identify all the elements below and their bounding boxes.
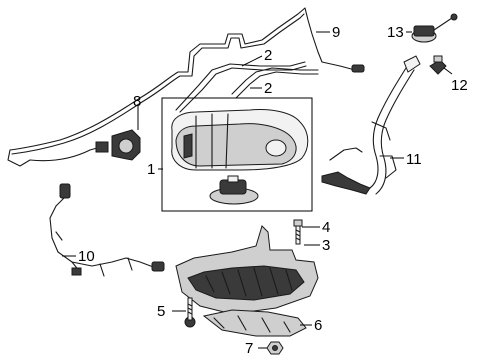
fuel-tank-assembly-box [161,97,313,212]
strap-upper-part-2 [175,61,307,113]
callout-5: 5 [157,303,165,320]
wiring-harness-part-10 [49,183,165,277]
filler-pipe-part-11 [321,55,421,195]
callout-3: 3 [322,237,330,254]
callout-6: 6 [314,317,322,334]
callout-2-upper: 2 [264,47,272,64]
bolt-part-4 [293,219,303,245]
callout-11: 11 [406,151,422,168]
callout-1: 1 [147,161,155,178]
canister-valve-part-8 [29,129,141,162]
callout-4: 4 [322,219,330,236]
callout-8: 8 [133,93,141,110]
heat-shield-part-6 [202,309,307,337]
fuel-cap-part-13 [411,13,458,43]
fuel-pump-module [209,175,259,205]
fastener-part-12 [429,55,447,75]
leader-lines [62,31,453,349]
callout-10: 10 [78,248,95,265]
callout-12: 12 [451,77,468,94]
callout-13: 13 [387,24,404,41]
callout-2-lower: 2 [264,80,272,97]
fuel-tank-part-1 [171,109,309,171]
nut-part-7 [266,341,284,355]
callout-9: 9 [332,24,340,41]
strap-lower-part-2 [231,67,319,99]
callout-7: 7 [245,340,253,357]
bolt-part-5 [184,297,196,328]
fuel-line-part-9 [7,7,365,167]
skid-shield-part-3 [175,225,319,315]
